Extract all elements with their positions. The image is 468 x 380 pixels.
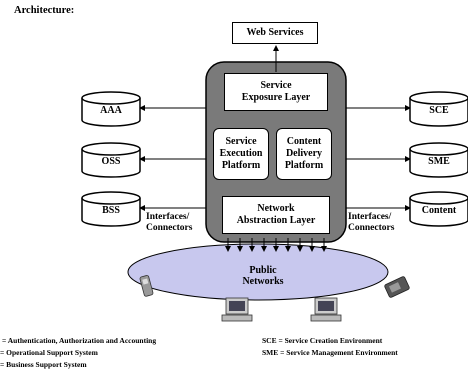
connectors-left-line-2: Connectors [146, 223, 193, 233]
delivery-line-3: Platform [284, 160, 324, 171]
legend-sce: SCE = Service Creation Environment [262, 336, 383, 345]
service-exposure-layer: Service Exposure Layer [224, 73, 328, 111]
abstraction-line-1: Network [257, 203, 295, 214]
public-networks-label: Public Networks [242, 265, 284, 287]
cylinder-sce [409, 91, 468, 127]
content-label: Content [421, 205, 457, 216]
cylinder-bss [81, 191, 141, 227]
aaa-label: AAA [100, 105, 122, 116]
execution-line-3: Platform [221, 160, 261, 171]
page-heading: Architecture: [14, 5, 75, 16]
exposure-line-1: Service [260, 80, 292, 91]
computer-icon [221, 297, 253, 322]
public-networks-cloud [127, 243, 389, 301]
cylinder-sme [409, 142, 468, 178]
delivery-line-1: Content [286, 136, 322, 147]
abstraction-line-2: Abstraction Layer [236, 215, 316, 226]
network-down-arrows [225, 238, 327, 252]
oss-label: OSS [101, 156, 121, 167]
legend-oss: = Operational Support System [0, 348, 98, 357]
cylinder-content [409, 191, 468, 227]
execution-line-1: Service [225, 136, 257, 147]
bss-label: BSS [102, 205, 120, 216]
web-services-box: Web Services [232, 22, 318, 44]
connectors-right-line-2: Connectors [348, 223, 395, 233]
execution-line-2: Execution [219, 148, 263, 159]
connectors-right-line-1: Interfaces/ [348, 212, 392, 222]
content-delivery-platform: Content Delivery Platform [276, 128, 332, 180]
exposure-line-2: Exposure Layer [241, 92, 311, 103]
legend-aaa: = Authentication, Authorization and Acco… [2, 336, 157, 345]
cylinder-oss [81, 142, 141, 178]
sme-label: SME [428, 156, 450, 167]
legend-bss: = Business Support System [0, 360, 87, 369]
network-abstraction-layer: Network Abstraction Layer [222, 196, 330, 234]
connectors-left-line-1: Interfaces/ [146, 212, 190, 222]
delivery-line-2: Delivery [285, 148, 323, 159]
service-execution-platform: Service Execution Platform [213, 128, 269, 180]
computer-icon [310, 297, 342, 322]
connectors-left: Interfaces/ Connectors [146, 212, 192, 234]
pda-icon [384, 276, 410, 298]
phone-icon [139, 275, 154, 297]
cylinder-aaa [81, 91, 141, 127]
connectors-right: Interfaces/ Connectors [348, 212, 394, 234]
web-services-label: Web Services [246, 27, 304, 38]
legend-sme: SME = Service Management Environment [262, 348, 398, 357]
sce-label: SCE [429, 105, 449, 116]
